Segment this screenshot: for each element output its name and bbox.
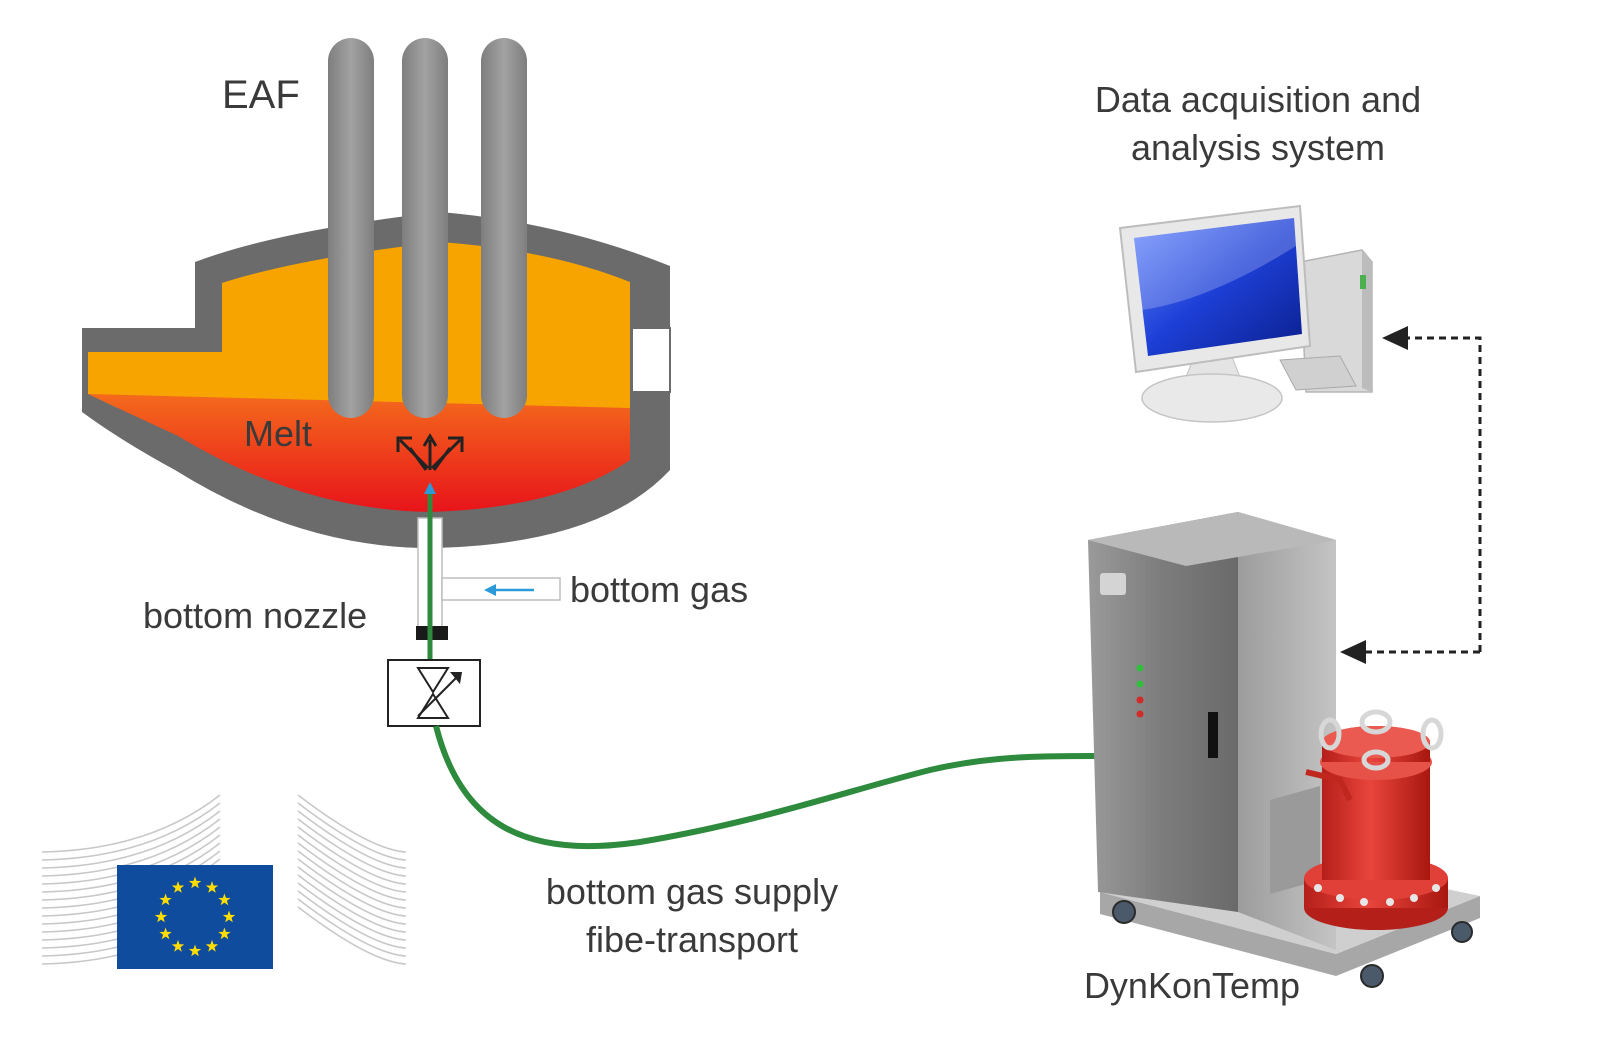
gas-bubble-arrows <box>396 433 464 471</box>
eu-star <box>159 893 172 906</box>
arrow-to-computer <box>1382 326 1408 350</box>
supply-label-line1: bottom gas supply <box>546 871 838 912</box>
bottom-nozzle-assembly <box>387 482 1096 850</box>
eu-flag-logo <box>41 794 407 969</box>
computer-screen <box>1134 218 1302 356</box>
electrode-2 <box>402 38 448 418</box>
eu-star <box>188 944 202 957</box>
eaf-label: EAF <box>222 73 300 117</box>
eu-star <box>205 939 219 952</box>
eu-star <box>171 939 185 952</box>
eu-star <box>171 881 185 893</box>
fiber-pressure-vessel <box>1304 709 1448 930</box>
daq-label-line2: analysis system <box>1131 127 1385 168</box>
furnace-door <box>631 327 671 393</box>
eu-star <box>159 927 172 940</box>
melt-label: Melt <box>244 413 312 454</box>
data-link-connector <box>1350 336 1482 654</box>
bottom-nozzle-label: bottom nozzle <box>143 595 367 636</box>
eu-star <box>218 927 231 940</box>
eu-star <box>205 881 219 893</box>
bottom-gas-label: bottom gas <box>570 569 748 610</box>
control-valve-symbol <box>387 659 481 727</box>
eu-star <box>222 910 236 923</box>
electrode-3 <box>481 38 527 418</box>
electrode-1 <box>328 38 374 418</box>
arrow-to-device <box>1340 640 1366 664</box>
eu-star <box>218 893 231 906</box>
daq-label-line1: Data acquisition and <box>1095 79 1421 120</box>
fiber-transport-cable <box>433 725 1096 850</box>
eu-star <box>154 910 168 923</box>
supply-label-line2: fibe-transport <box>586 919 798 960</box>
measurement-cabinet <box>1088 512 1480 988</box>
melt-layer <box>88 394 630 512</box>
eu-star <box>188 876 202 889</box>
desktop-computer-icon <box>1118 204 1373 423</box>
device-label: DynKonTemp <box>1084 965 1300 1006</box>
electric-arc-furnace <box>82 38 671 548</box>
